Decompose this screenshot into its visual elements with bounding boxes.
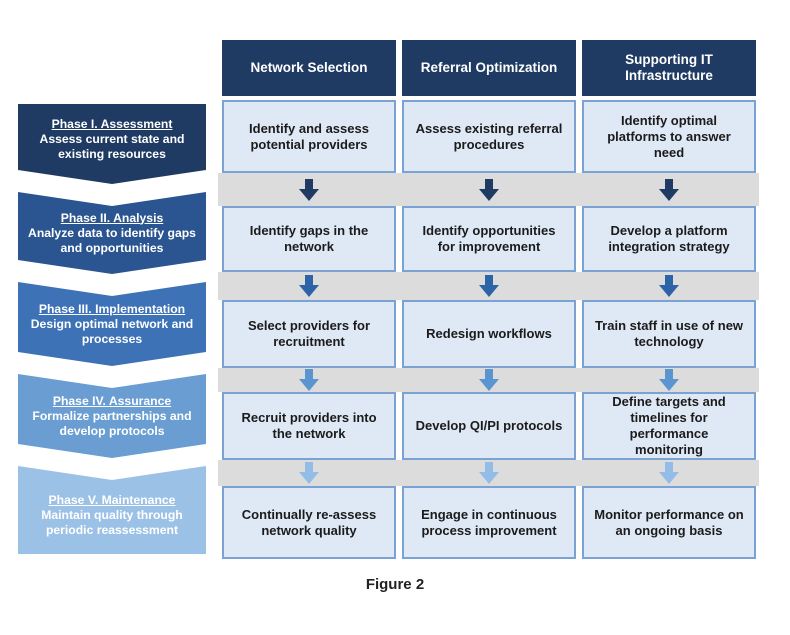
matrix-cell-r1-c3: Identify optimal platforms to answer nee… [582,100,756,173]
down-arrow-icon [479,275,499,297]
phase-description: Formalize partnerships and develop proto… [32,408,192,438]
matrix-cell-r5-c1: Continually re-assess network quality [222,486,396,559]
down-arrow-icon [299,369,319,391]
phase-description: Maintain quality through periodic reasse… [41,507,183,537]
phase-description: Design optimal network and processes [30,316,194,346]
down-arrow-icon [479,369,499,391]
column-header-supporting-it: Supporting IT Infrastructure [582,40,756,96]
column-header-referral-optimization: Referral Optimization [402,40,576,96]
down-arrow-icon [659,369,679,391]
phase-description: Analyze data to identify gaps and opport… [28,225,196,255]
matrix-cell-r2-c1: Identify gaps in the network [222,206,396,272]
matrix-cell-r4-c3: Define targets and timelines for perform… [582,392,756,460]
matrix-cell-r1-c1: Identify and assess potential providers [222,100,396,173]
matrix-cell-r2-c2: Identify opportunities for improvement [402,206,576,272]
phase-title: Phase IV. Assurance [52,393,172,408]
figure-caption: Figure 2 [365,576,425,593]
matrix-cell-r3-c3: Train staff in use of new technology [582,300,756,368]
phase-title: Phase V. Maintenance [48,492,176,507]
matrix-cell-r5-c2: Engage in continuous process improvement [402,486,576,559]
down-arrow-icon [659,275,679,297]
phase-description: Assess current state and existing resour… [39,131,185,161]
phase-title: Phase I. Assessment [51,116,173,131]
matrix-cell-r2-c3: Develop a platform integration strategy [582,206,756,272]
matrix-cell-r1-c2: Assess existing referral procedures [402,100,576,173]
matrix-cell-r3-c1: Select providers for recruitment [222,300,396,368]
down-arrow-icon [299,275,319,297]
down-arrow-icon [659,178,679,201]
down-arrow-icon [659,462,679,484]
matrix-cell-r3-c2: Redesign workflows [402,300,576,368]
down-arrow-icon [299,178,319,201]
down-arrow-icon [479,462,499,484]
matrix-cell-r4-c1: Recruit providers into the network [222,392,396,460]
down-arrow-icon [299,462,319,484]
column-header-network-selection: Network Selection [222,40,396,96]
phase-title: Phase II. Analysis [60,210,164,225]
matrix-cell-r5-c3: Monitor performance on an ongoing basis [582,486,756,559]
matrix-cell-r4-c2: Develop QI/PI protocols [402,392,576,460]
phase-title: Phase III. Implementation [38,301,186,316]
down-arrow-icon [479,178,499,201]
